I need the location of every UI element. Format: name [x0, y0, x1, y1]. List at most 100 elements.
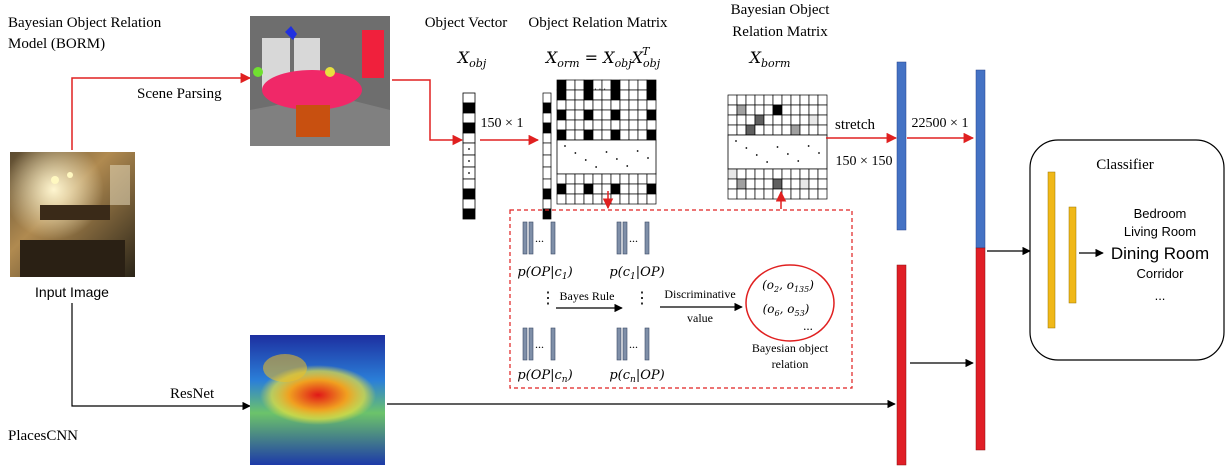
matrix-cell: [556, 183, 567, 195]
matrix-cell: [619, 173, 630, 185]
matrix-cell: [574, 129, 585, 141]
matrix-cell: [592, 193, 603, 205]
matrix-cell: [763, 124, 774, 136]
matrix-cell: [574, 99, 585, 111]
matrix-cell: [628, 183, 639, 195]
matrix-cell: [637, 99, 648, 111]
matrix-cell: [754, 124, 765, 136]
matrix-cell: [592, 183, 603, 195]
matrix-cell: [556, 173, 567, 185]
matrix-cell: [628, 89, 639, 101]
matrix-cell: [628, 99, 639, 111]
object-relation-matrix: · · ·: [542, 79, 657, 220]
matrix-cell: [808, 124, 819, 136]
class-dining-room: Dining Room: [1111, 244, 1209, 263]
matrix-cell: [619, 79, 630, 91]
p-op-cn: p(OP|cn): [517, 368, 572, 385]
relation-label: relation: [772, 357, 809, 371]
input-image-label: Input Image: [35, 284, 109, 300]
matrix-cell: [781, 94, 792, 106]
matrix-cell: [817, 94, 828, 106]
placescnn-feature-bar: [896, 264, 907, 466]
bayes-rule-label: Bayes Rule: [560, 289, 615, 303]
matrix-cell: [646, 99, 657, 111]
matrix-cell: [772, 104, 783, 116]
matrix-cell: [781, 178, 792, 190]
matrix-cell: [799, 124, 810, 136]
vertical-dots-2: ⋮: [634, 290, 650, 307]
matrix-cell: [583, 193, 594, 205]
matrix-cell: [646, 119, 657, 131]
title-line-1: Bayesian Object Relation: [8, 15, 162, 31]
matrix-cell: [619, 99, 630, 111]
matrix-cell: [601, 99, 612, 111]
vector-cell: [462, 198, 476, 210]
object-vector: [462, 92, 476, 220]
matrix-cell: [574, 119, 585, 131]
matrix-cell: [754, 94, 765, 106]
input-image: [10, 152, 135, 277]
matrix-cell: [556, 193, 567, 205]
bar-ellipsis: ...: [629, 231, 638, 245]
matrix-cell: [565, 183, 576, 195]
matrix-cell: [772, 168, 783, 180]
matrix-cell: [736, 124, 747, 136]
vector-cell: [462, 188, 476, 200]
matrix-cell: [556, 79, 567, 91]
dim-150x150-label: 150 × 150: [836, 154, 893, 169]
classifier-title: Classifier: [1096, 157, 1154, 173]
distribution-bar: [622, 327, 628, 361]
x-orm-label: Xorm = XobjXobjT: [544, 45, 661, 70]
distribution-bar: [522, 327, 528, 361]
matrix-cell: [736, 168, 747, 180]
matrix-cell: [817, 114, 828, 126]
matrix-cell: [646, 183, 657, 195]
p-op-c1: p(OP|c1): [517, 265, 572, 282]
matrix-cell: [646, 89, 657, 101]
vector-cell: [462, 122, 476, 134]
x-borm-label: Xborm: [748, 48, 791, 70]
matrix-column-cell: [542, 154, 552, 168]
matrix-cell: [727, 94, 738, 106]
matrix-cell: [565, 173, 576, 185]
matrix-cell: [736, 104, 747, 116]
relation-pair-2: (o6, o53): [763, 302, 810, 318]
matrix-cell: [556, 129, 567, 141]
class-living-room: Living Room: [1124, 224, 1196, 239]
matrix-cell: [799, 114, 810, 126]
matrix-cell: [574, 173, 585, 185]
title-line-2: Model (BORM): [8, 36, 105, 52]
matrix-cell: [601, 109, 612, 121]
distribution-bar: [616, 221, 622, 255]
distribution-bar: [550, 327, 556, 361]
vector-cell: [462, 102, 476, 114]
heatmap-image: [250, 335, 385, 465]
bar-ellipsis: ...: [535, 337, 544, 351]
matrix-cell: [637, 109, 648, 121]
placescnn-label: PlacesCNN: [8, 428, 78, 444]
matrix-cell: [817, 104, 828, 116]
vector-cell: [462, 178, 476, 190]
matrix-cell: [817, 124, 828, 136]
bayesian-matrix-heading-2: Relation Matrix: [732, 24, 828, 40]
matrix-cell: [601, 193, 612, 205]
matrix-cell: [601, 183, 612, 195]
matrix-column-cell: [542, 166, 552, 180]
matrix-cell: [565, 89, 576, 101]
matrix-cell: [592, 173, 603, 185]
relation-ellipse: [745, 264, 835, 342]
matrix-column-cell: [542, 198, 552, 210]
matrix-cell: [619, 109, 630, 121]
matrix-cell: [637, 79, 648, 91]
matrix-cell: [583, 99, 594, 111]
matrix-ellipsis-band: [556, 139, 657, 175]
matrix-cell: [574, 89, 585, 101]
matrix-cell: [592, 109, 603, 121]
bayes-dashed-box: [509, 209, 853, 389]
classifier-box: [1029, 139, 1225, 361]
matrix-cell: [817, 188, 828, 200]
matrix-cell: [727, 188, 738, 200]
matrix-cell: [799, 178, 810, 190]
p-c1-op: p(c1|OP): [609, 265, 664, 282]
